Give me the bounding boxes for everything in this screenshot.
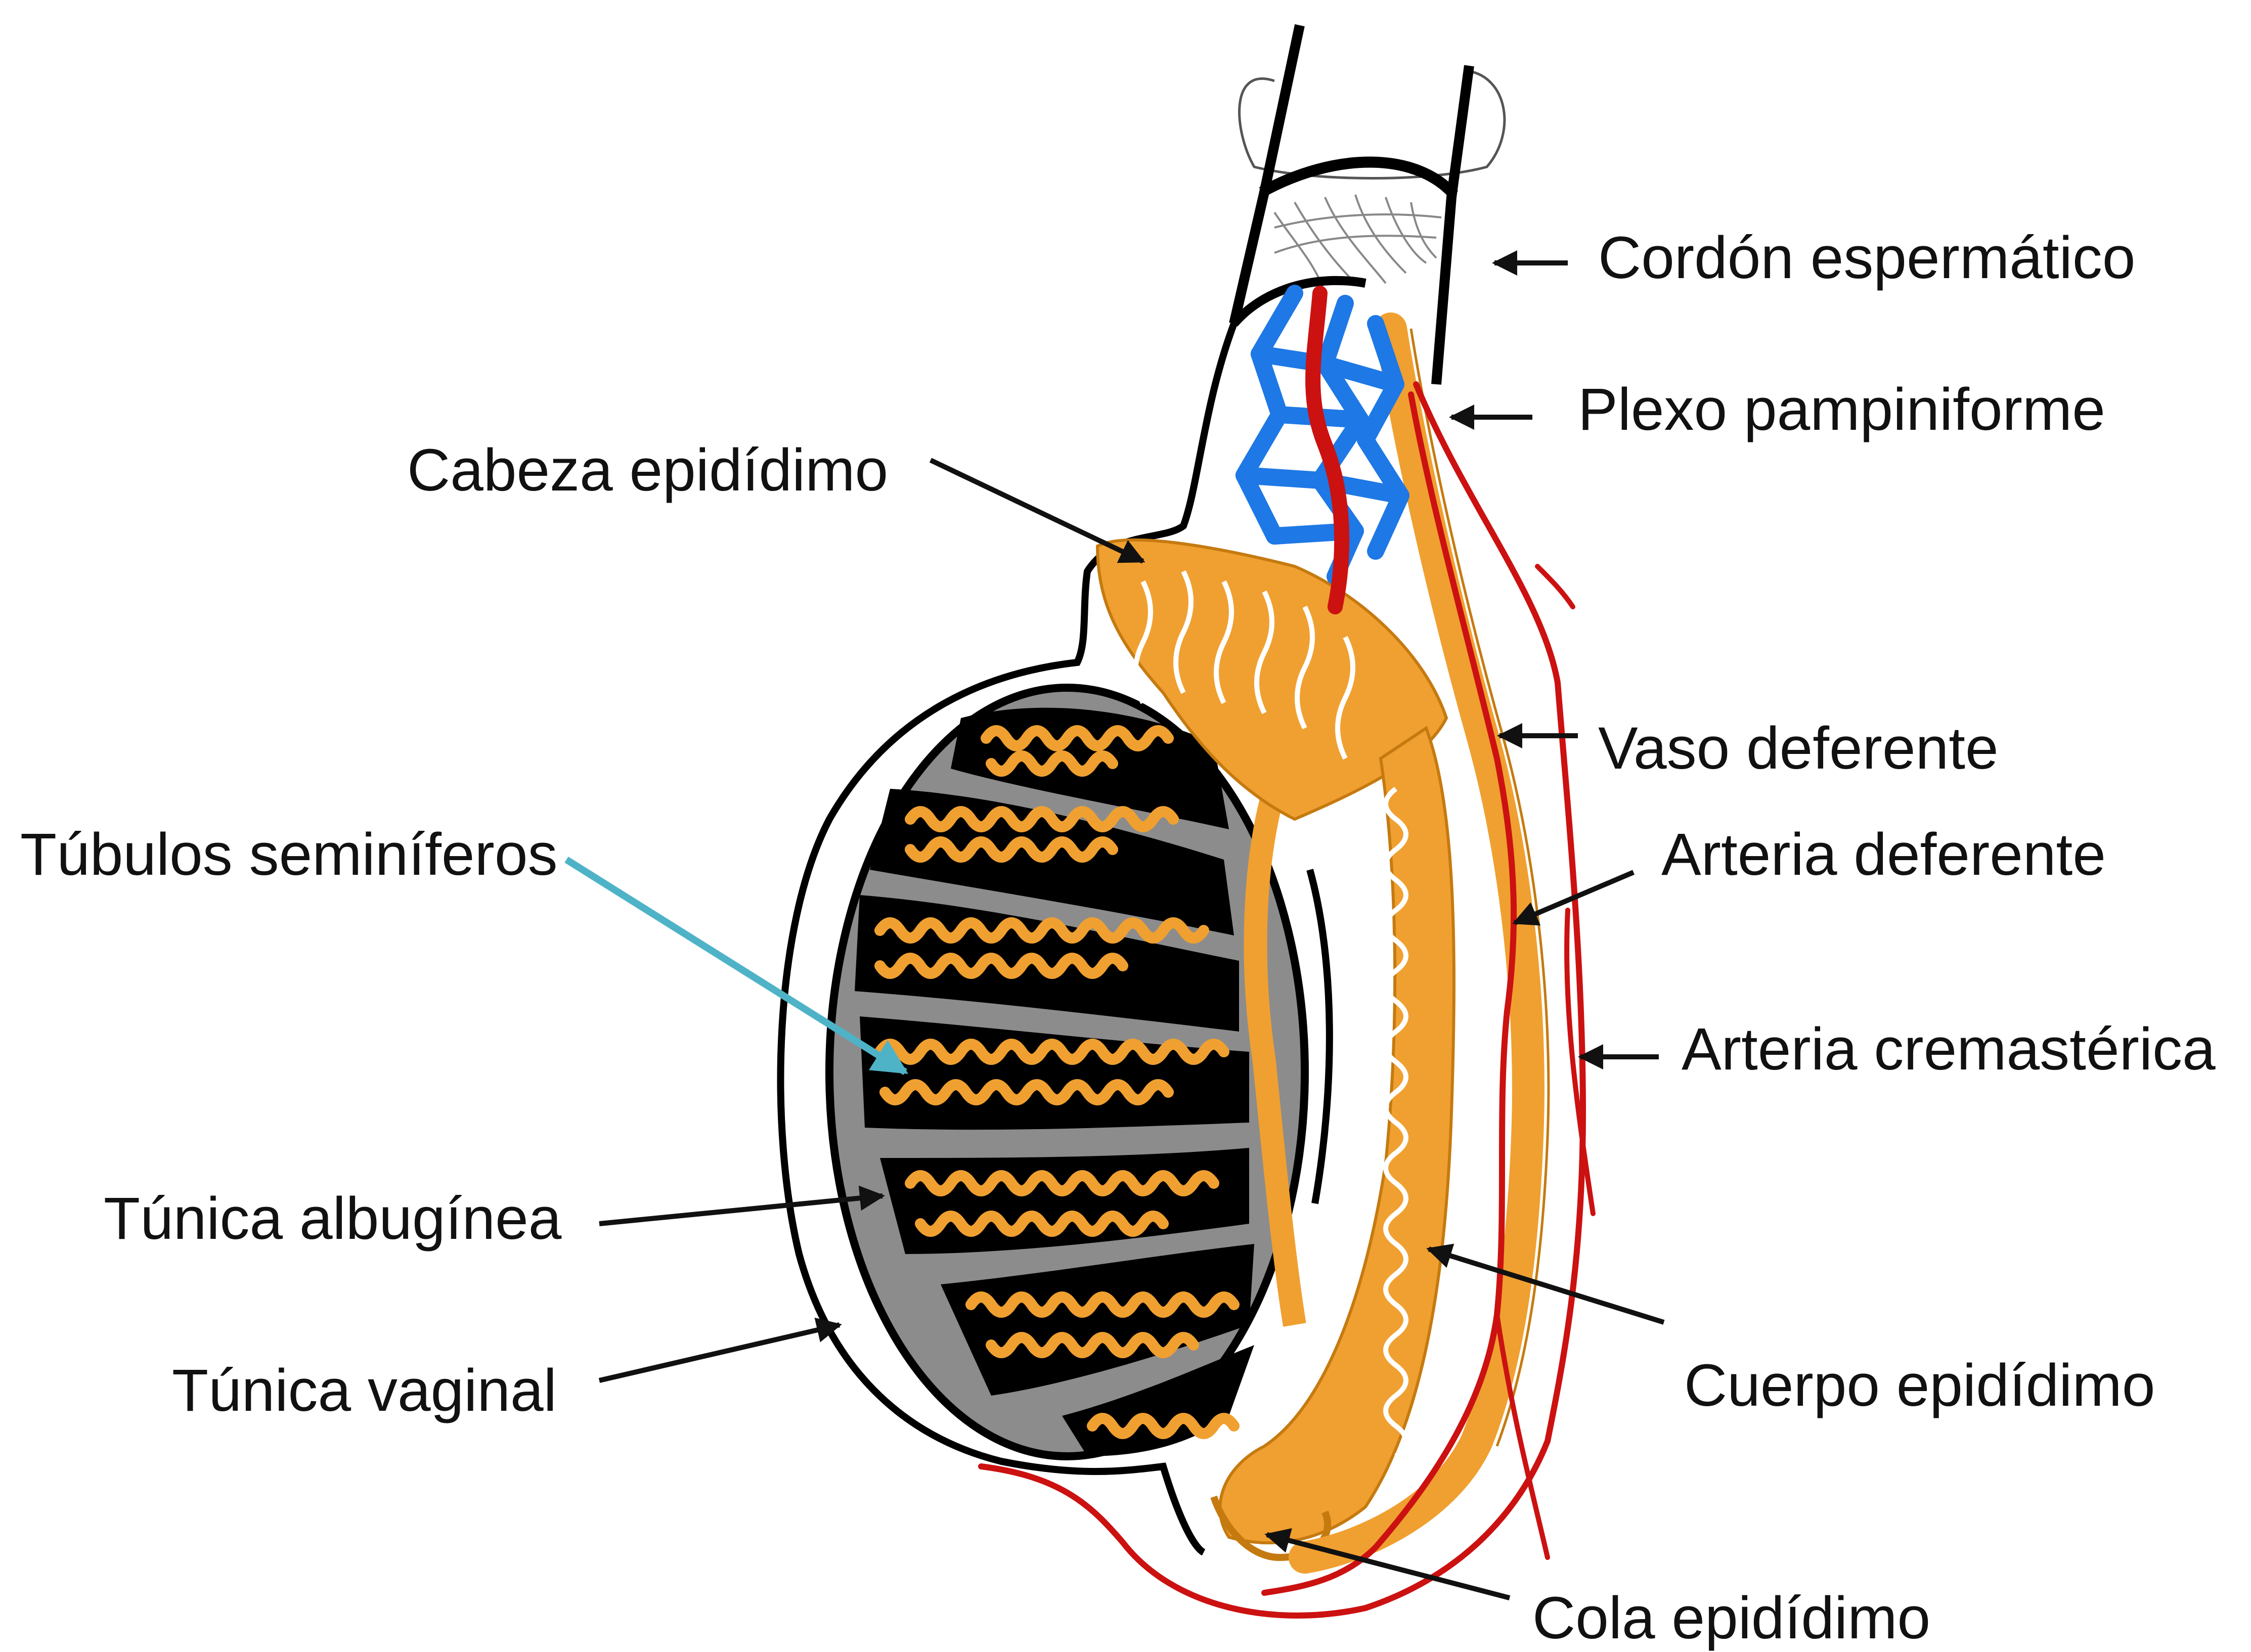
label-tubulos-seminiferos: Túbulos seminíferos <box>20 821 557 888</box>
label-tunica-albuginea: Túnica albugínea <box>104 1185 562 1252</box>
arrow-cabeza-epididimo <box>931 460 1143 561</box>
arrow-tunica-albuginea <box>599 1196 882 1224</box>
label-cuerpo-epididimo: Cuerpo epidídimo <box>1684 1352 2155 1419</box>
label-arteria-cremasterica: Arteria cremastérica <box>1682 1016 2216 1083</box>
label-arteria-deferente: Arteria deferente <box>1661 821 2106 888</box>
mediastinum-stripe <box>1310 870 1330 1203</box>
arrow-cuerpo-epididimo <box>1429 1249 1664 1322</box>
label-plexo-pampiniforme: Plexo pampiniforme <box>1578 376 2105 443</box>
arrow-tunica-vaginal <box>599 1325 840 1380</box>
label-tunica-vaginal: Túnica vaginal <box>172 1357 557 1424</box>
label-cabeza-epididimo: Cabeza epidídimo <box>407 437 888 504</box>
label-vaso-deferente: Vaso deferente <box>1598 715 1999 782</box>
cord-right-wall <box>1436 66 1469 384</box>
label-cordon-espermatico: Cordón espermático <box>1598 225 2136 291</box>
cremasteric-branch <box>1497 566 1593 1557</box>
label-cola-epididimo: Cola epidídimo <box>1532 1585 1930 1651</box>
